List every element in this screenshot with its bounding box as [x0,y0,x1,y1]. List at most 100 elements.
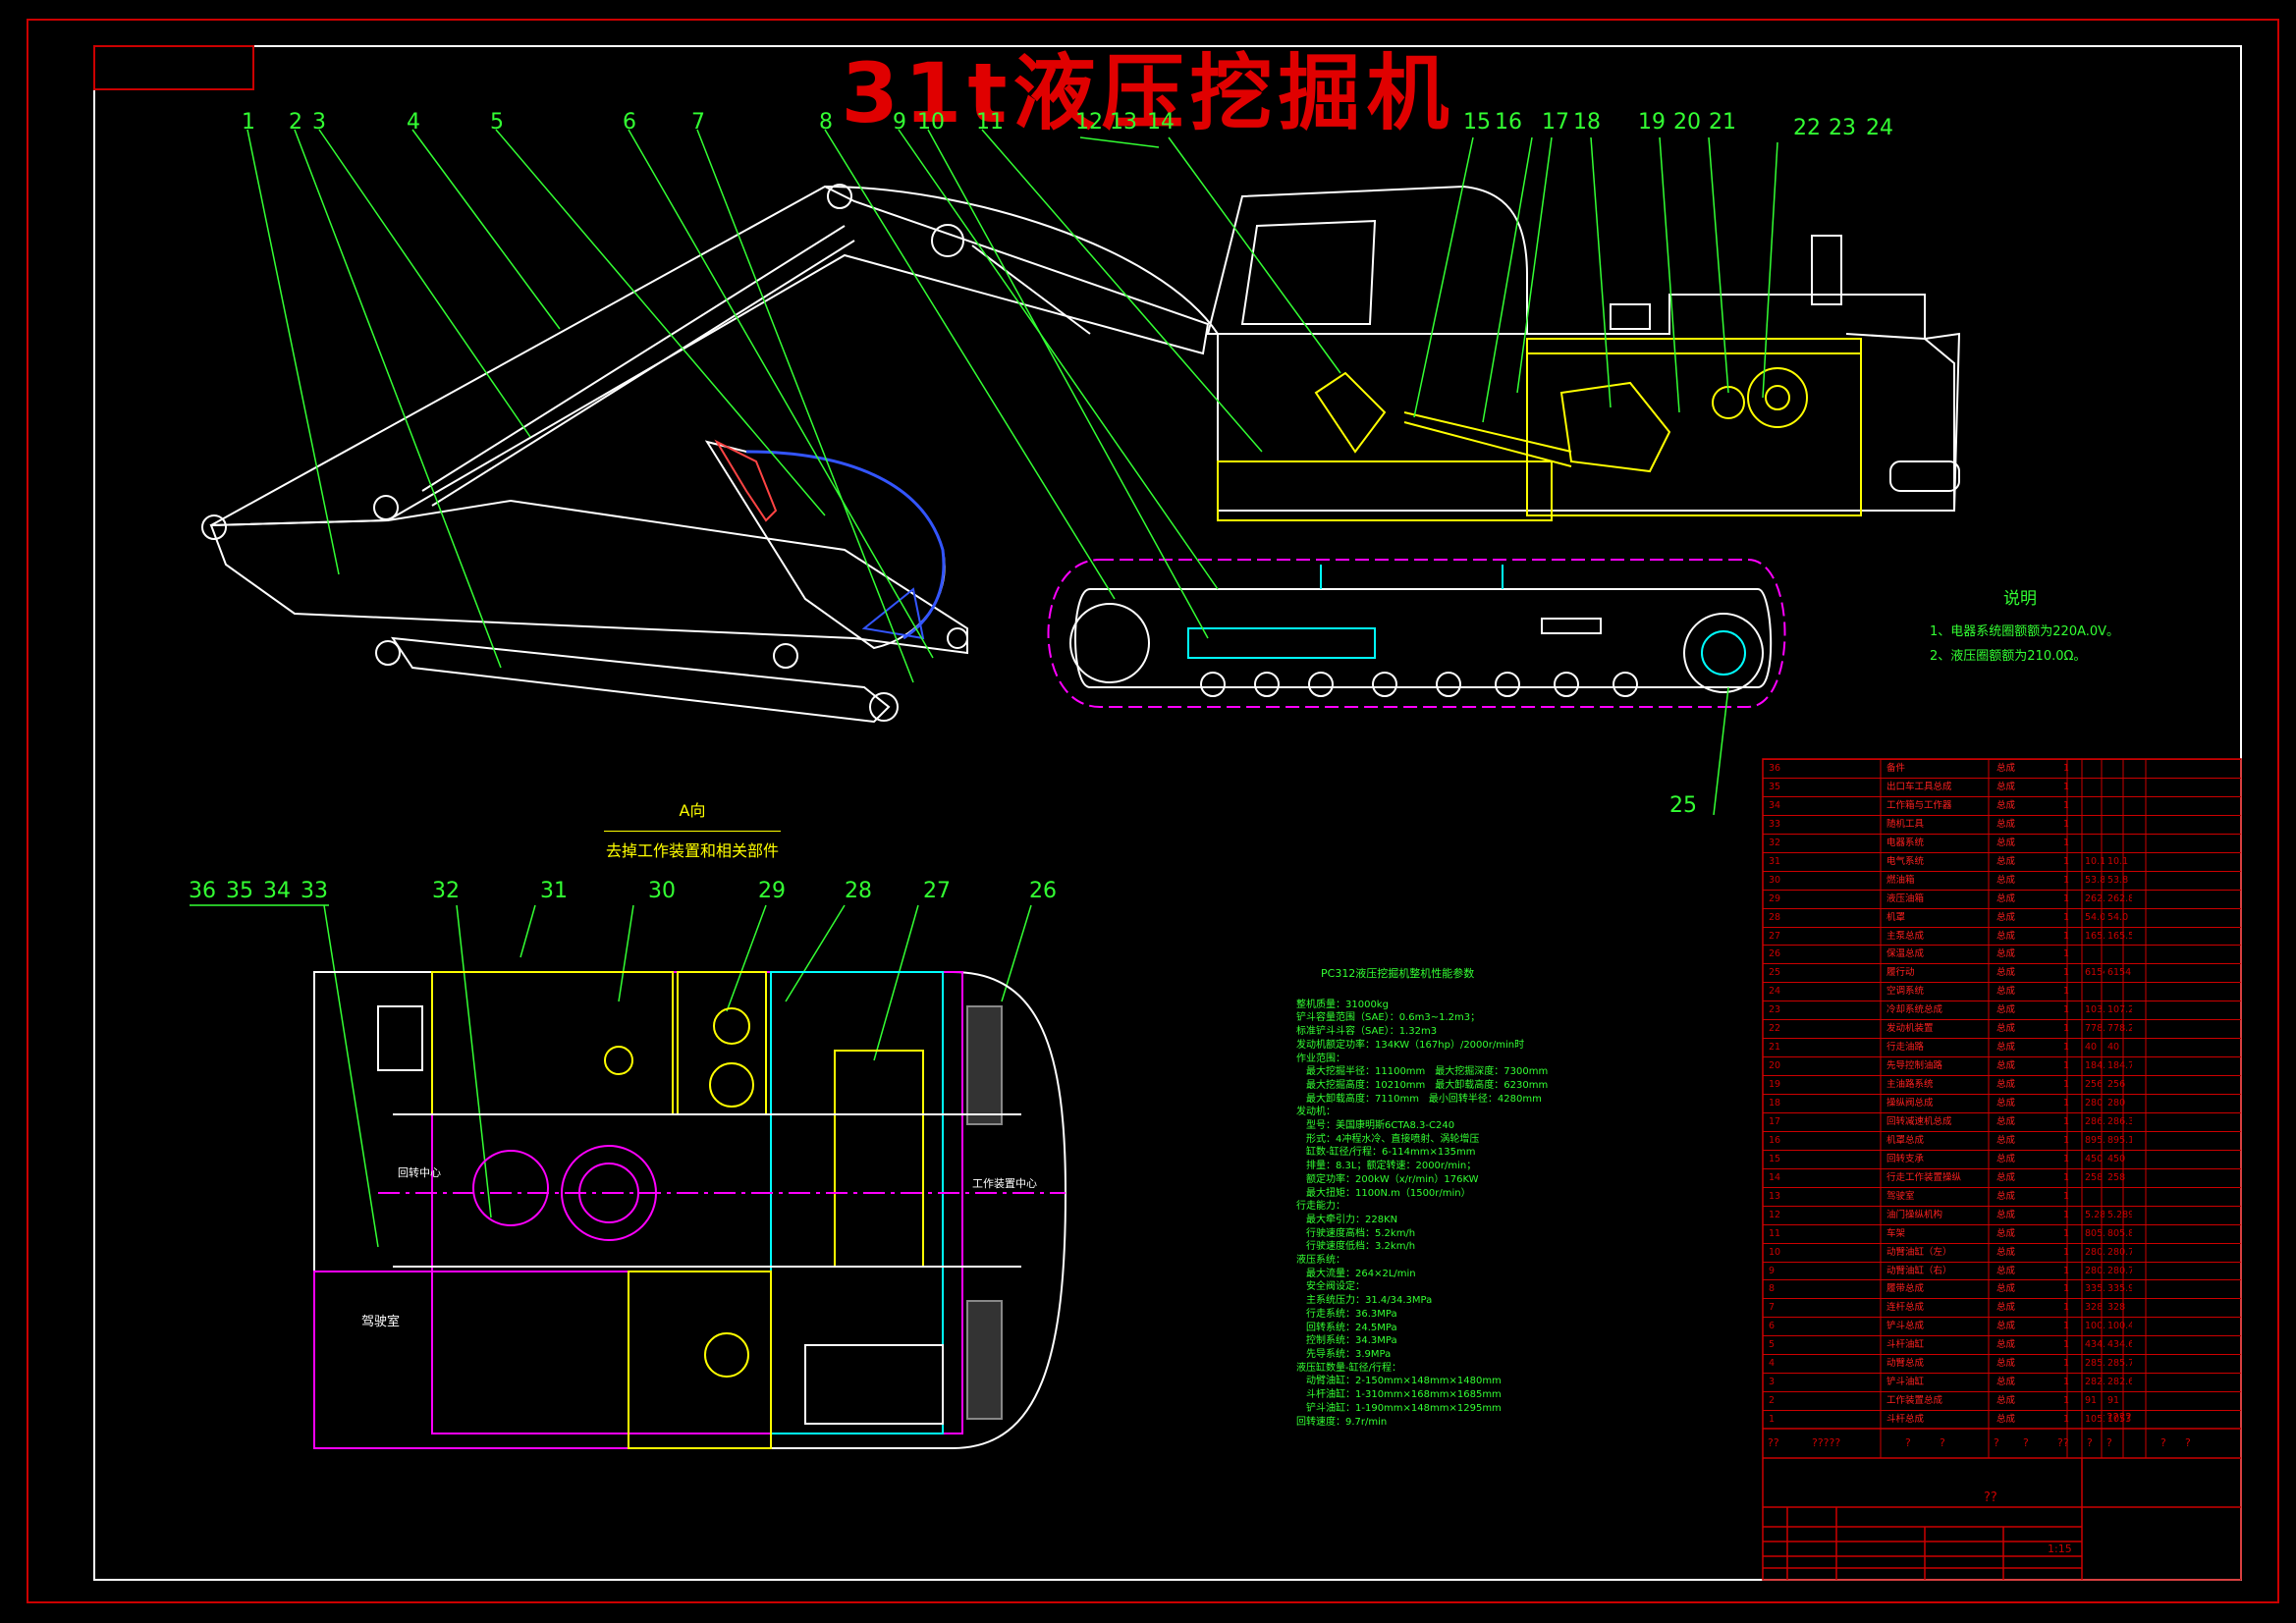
table-row: 25履行动总成161546154 [1763,963,2241,983]
bom-no: 15 [1769,1153,1781,1164]
frame-box [1217,460,1553,521]
bom-no: 29 [1769,893,1781,904]
bom-type: 总成 [1996,1358,2016,1370]
bom-qty: 1 [2063,799,2070,811]
bom-name: 出口车工具总成 [1886,781,1952,792]
boom-cylinder [421,225,846,492]
bom-type: 总成 [1996,855,2016,867]
bom-type: 总成 [1996,763,2016,774]
bom-qty: 1 [2063,1115,2070,1127]
bom-name: 液压油箱 [1886,893,1925,904]
bom-name: 冷却系统总成 [1886,1004,1943,1016]
bom-no: 5 [1769,1339,1776,1351]
callout-23: 23 [1829,116,1856,140]
bom-w1: 280.7 [2085,1246,2105,1258]
bom-no: 31 [1769,855,1781,867]
bom-qty: 1 [2063,1339,2070,1351]
bom-w2: 165.5 [2107,930,2132,942]
spec-line: 行驶速度低档：3.2km/h [1296,1241,1416,1253]
bom-name: 斗杆总成 [1886,1414,1925,1426]
bom-name: 机罩总成 [1886,1134,1925,1146]
bom-type: 总成 [1996,893,2016,904]
bom-name: 行走工作装置操纵 [1886,1171,1962,1183]
bom-type: 总成 [1996,1153,2016,1164]
engine-bay [1526,338,1862,516]
bom-w2: 6154 [2107,967,2132,979]
bucket-pin [869,692,899,722]
bom-w2: 778.2 [2107,1023,2132,1035]
bom-w2: 40 [2107,1042,2120,1054]
bom-name: 发动机装置 [1886,1023,1934,1035]
bom-qty: 1 [2063,948,2070,960]
title-block-cell: ? [1940,1436,1945,1449]
seat [1314,371,1387,454]
bom-name: 车架 [1886,1227,1906,1239]
sprocket-hub [1701,630,1746,676]
bom-name: 工作箱与工作器 [1886,799,1952,811]
spec-line: 发动机额定功率：134KW（167hp）/2000r/min时 [1296,1039,1525,1051]
bom-name: 铲斗油缸 [1886,1377,1925,1388]
track-rollers [1200,672,1638,697]
bom-qty: 1 [2063,911,2070,923]
bom-type: 总成 [1996,1414,2016,1426]
callout-11: 11 [976,110,1004,135]
bom-type: 总成 [1996,1171,2016,1183]
bom-w1: 778.2 [2085,1023,2105,1035]
bom-no: 11 [1769,1227,1781,1239]
bom-type: 总成 [1996,948,2016,960]
bom-w2: 10.1 [2107,855,2129,867]
bom-qty: 1 [2063,1209,2070,1220]
bom-name: 随机工具 [1886,818,1925,830]
bom-type: 总成 [1996,799,2016,811]
bom-type: 总成 [1996,1227,2016,1239]
fuel-cap [604,1046,633,1075]
bom-qty: 1 [2063,1227,2070,1239]
bom-no: 4 [1769,1358,1776,1370]
bom-w1: 450 [2085,1153,2104,1164]
bom-w1: 165.5 [2085,930,2105,942]
bom-w1: 262.8 [2085,893,2105,904]
bom-w2: 282.6 [2107,1377,2132,1388]
bom-type: 总成 [1996,818,2016,830]
swivel [472,1150,549,1226]
tension-cylinder [1187,627,1376,659]
spec-line: 液压系统： [1296,1255,1345,1267]
callout-27: 27 [923,879,951,903]
track-plate [1541,618,1602,634]
note-title: 说明 [2003,589,2037,609]
bom-name: 主泵总成 [1886,930,1925,942]
track-frame [1074,588,1773,688]
spec-line: 形式：4冲程水冷、直接喷射、涡轮增压 [1296,1133,1480,1145]
bom-w1: 1053.4 [2085,1414,2105,1426]
spec-line: 整机质量：31000kg [1296,999,1389,1010]
bom-w1: 256 [2085,1079,2104,1091]
arm-lower-link [390,636,891,724]
bom-qty: 1 [2063,1060,2070,1072]
grille-top [966,1005,1003,1125]
note-line-2: 2、液压圈额额为210.0Ω。 [1930,649,2087,664]
bom-w1: 285.7 [2085,1358,2105,1370]
bom-type: 总成 [1996,1395,2016,1407]
callout-26: 26 [1029,879,1057,903]
bom-name: 备件 [1886,763,1906,774]
callout-36: 36 [189,879,216,903]
spec-line: 斗杆油缸：1-310mm×168mm×1685mm [1296,1389,1502,1401]
title-block-cell: ? [2087,1436,2093,1449]
bom-no: 12 [1769,1209,1781,1220]
bom-w2: 5.289 [2107,1209,2132,1220]
spec-line: 最大流量：264×2L/min [1296,1268,1416,1279]
pump-hub [1765,385,1790,410]
work-center-label: 工作装置中心 [972,1177,1037,1190]
vent [1610,303,1651,330]
bom-qty: 1 [2063,1023,2070,1035]
